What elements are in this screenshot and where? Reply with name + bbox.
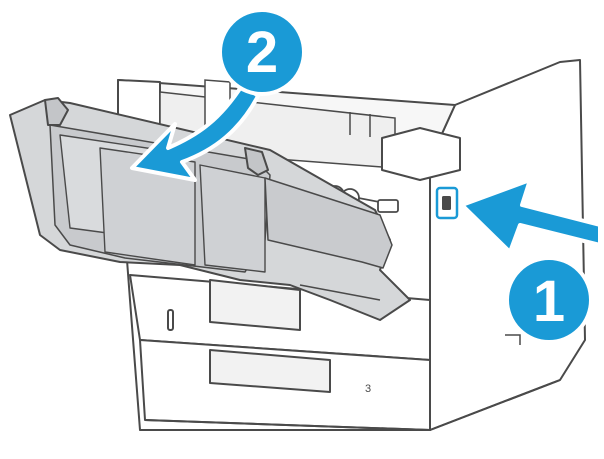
step-badge-1: 1 <box>505 256 593 344</box>
step-badge-2: 2 <box>218 8 306 96</box>
tray-3-label: 3 <box>365 383 371 395</box>
curved-arrow-down-icon <box>130 82 260 182</box>
arrow-right-icon <box>460 178 602 254</box>
tray-3 <box>139 339 431 431</box>
release-button-icon[interactable] <box>435 186 459 220</box>
printer-base <box>144 379 561 432</box>
printer-top-right-block <box>381 127 461 181</box>
step-number-1: 1 <box>533 269 565 334</box>
step-number-2: 2 <box>246 20 278 85</box>
rear-door-open <box>9 97 411 321</box>
